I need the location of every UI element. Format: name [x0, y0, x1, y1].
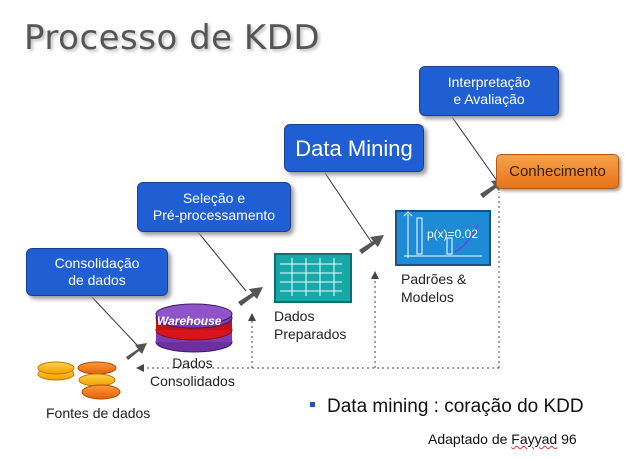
connector-selecao	[197, 231, 247, 292]
box-interpretacao: Interpretação e Avaliação	[419, 66, 559, 116]
box-selecao: Seleção e Pré-processamento	[137, 182, 291, 232]
connector-interpretacao	[451, 116, 501, 186]
warehouse-icon	[155, 303, 233, 353]
bullet-label: Data mining : coração do KDD	[327, 396, 584, 417]
arrow-2	[238, 287, 263, 306]
credit-author: Fayyad	[511, 431, 558, 447]
bullet-icon	[310, 402, 315, 408]
fontes-label: Fontes de dados	[46, 405, 151, 421]
data-sources-icon	[37, 361, 121, 400]
formula-label: p(x)=0.02	[427, 227, 479, 241]
dados-preparados-icon	[274, 253, 352, 303]
box-consolidacao: Consolidação de dados	[26, 248, 168, 296]
dados-preparados-label: Dados Preparados	[274, 308, 347, 342]
connector-datamining	[324, 172, 373, 244]
padroes-icon	[395, 210, 491, 266]
dados-consolidados-label: Dados Consolidados	[150, 355, 235, 389]
bullet-text: Data mining : coração do KDD	[310, 396, 584, 418]
slide-title: Processo de KDD	[24, 18, 321, 58]
arrow-3	[359, 235, 384, 254]
connector-consolidacao	[89, 294, 138, 346]
credit-prefix: Adaptado de	[428, 431, 512, 447]
padroes-label: Padrões & Modelos	[401, 271, 467, 305]
box-conhecimento: Conhecimento	[496, 154, 619, 189]
credit-text: Adaptado de Fayyad 96	[428, 431, 577, 447]
arrow-1	[126, 343, 147, 360]
box-data-mining: Data Mining	[284, 124, 424, 172]
warehouse-label: Warehouse	[157, 314, 222, 328]
credit-suffix: 96	[557, 431, 577, 447]
